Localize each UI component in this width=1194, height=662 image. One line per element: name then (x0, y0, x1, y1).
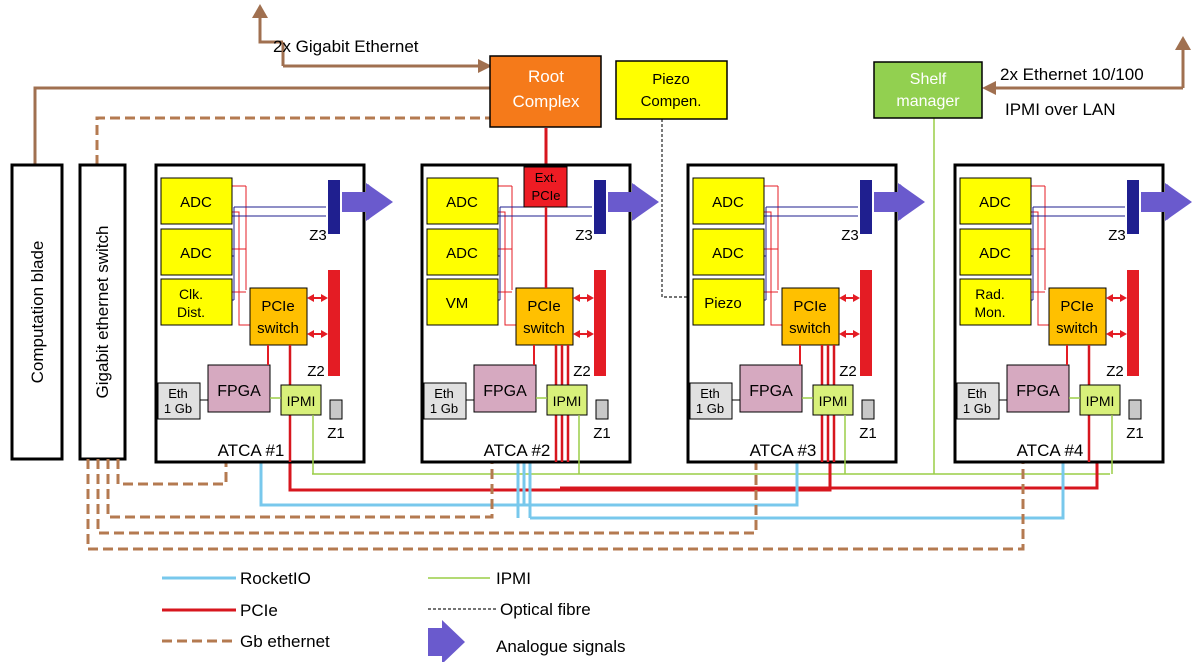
z2-label: Z2 (839, 363, 857, 380)
z1-label: Z1 (1126, 425, 1144, 442)
shelf-label-1: Shelf (910, 71, 947, 88)
z1-label: Z1 (327, 425, 345, 442)
ethernet-100-label: 2x Ethernet 10/100 (1000, 65, 1144, 84)
z2-label: Z2 (1106, 363, 1124, 380)
fpga-label: FPGA (749, 383, 793, 400)
legend: RocketIO PCIe Gb ethernet IPMI Optical f… (162, 569, 625, 662)
gigabit-switch-label: Gigabit ethernet switch (93, 226, 112, 399)
z3-label: Z3 (841, 227, 859, 244)
gigabit-ethernet-switch: Gigabit ethernet switch (78, 163, 127, 461)
atca-title: ATCA #2 (484, 441, 551, 460)
fpga-label: FPGA (1016, 383, 1060, 400)
legend-optical-fibre: Optical fibre (500, 600, 591, 619)
legend-rocketio: RocketIO (240, 569, 311, 588)
adc-module: ADC (979, 245, 1011, 262)
ipmi-label: IPMI (1086, 393, 1115, 409)
shelf-manager: Shelf manager (873, 61, 983, 119)
root-complex-label-2: Complex (512, 92, 580, 111)
legend-gb-ethernet: Gb ethernet (240, 632, 330, 651)
root-complex-label-1: Root (528, 67, 564, 86)
top-links (33, 4, 1191, 474)
adc-module: ADC (180, 245, 212, 262)
adc-module: ADC (180, 194, 212, 211)
computation-blade: Computation blade (10, 163, 64, 461)
pcie-switch-label-1: PCIe (527, 298, 560, 315)
ext-pcie-label-1: Ext. (535, 170, 557, 185)
module-label: Piezo (704, 295, 742, 312)
ipmi-label: IPMI (287, 393, 316, 409)
adc-module: ADC (712, 245, 744, 262)
eth-label-1: Eth (967, 386, 987, 401)
adc-module: ADC (712, 194, 744, 211)
legend-pcie: PCIe (240, 601, 278, 620)
module-label-1: Rad. (975, 286, 1005, 302)
z1-label: Z1 (593, 425, 611, 442)
analogue-signal-arrow-body (608, 183, 659, 221)
ipmi-label: IPMI (553, 393, 582, 409)
ipmi-label: IPMI (819, 393, 848, 409)
analogue-signal-arrow-body (342, 183, 393, 221)
pcie-switch-label-2: switch (523, 320, 565, 337)
module-label: VM (446, 295, 469, 312)
z3-label: Z3 (309, 227, 327, 244)
piezo-compensation: Piezo Compen. (615, 60, 728, 120)
eth-label-1: Eth (700, 386, 720, 401)
root-complex: Root Complex (489, 55, 602, 128)
pcie-switch-label-1: PCIe (793, 298, 826, 315)
z2-label: Z2 (307, 363, 325, 380)
piezo-label-1: Piezo (652, 71, 690, 88)
pcie-switch-label-2: switch (257, 320, 299, 337)
analogue-signal-arrow-body (874, 183, 925, 221)
adc-module: ADC (979, 194, 1011, 211)
legend-ipmi: IPMI (496, 569, 531, 588)
computation-blade-label: Computation blade (28, 241, 47, 384)
eth-label-2: 1 Gb (696, 401, 724, 416)
eth-label-2: 1 Gb (430, 401, 458, 416)
fpga-label: FPGA (483, 383, 527, 400)
pcie-switch-label-2: switch (789, 320, 831, 337)
module-label-2: Mon. (974, 304, 1005, 320)
shelf-label-2: manager (896, 93, 960, 110)
adc-module: ADC (446, 245, 478, 262)
pcie-switch-label-1: PCIe (1060, 298, 1093, 315)
adc-module: ADC (446, 194, 478, 211)
module-label-1: Clk. (179, 286, 203, 302)
analogue-signal-arrow-body (1141, 183, 1192, 221)
eth-label-2: 1 Gb (164, 401, 192, 416)
atca-title: ATCA #4 (1017, 441, 1084, 460)
gigabit-ethernet-label: 2x Gigabit Ethernet (273, 37, 419, 56)
piezo-label-2: Compen. (641, 93, 702, 110)
fpga-label: FPGA (217, 383, 261, 400)
atca-title: ATCA #1 (218, 441, 285, 460)
z2-label: Z2 (573, 363, 591, 380)
z1-label: Z1 (859, 425, 877, 442)
z3-label: Z3 (575, 227, 593, 244)
z3-label: Z3 (1108, 227, 1126, 244)
legend-analogue-arrow-icon (428, 620, 465, 662)
ext-pcie-label-2: PCIe (532, 188, 561, 203)
eth-label-1: Eth (434, 386, 454, 401)
ipmi-over-lan-label: IPMI over LAN (1005, 100, 1116, 119)
module-label-2: Dist. (177, 304, 205, 320)
atca-title: ATCA #3 (750, 441, 817, 460)
eth-label-1: Eth (168, 386, 188, 401)
eth-label-2: 1 Gb (963, 401, 991, 416)
pcie-switch-label-2: switch (1056, 320, 1098, 337)
legend-analogue-signals: Analogue signals (496, 637, 625, 656)
pcie-switch-label-1: PCIe (261, 298, 294, 315)
